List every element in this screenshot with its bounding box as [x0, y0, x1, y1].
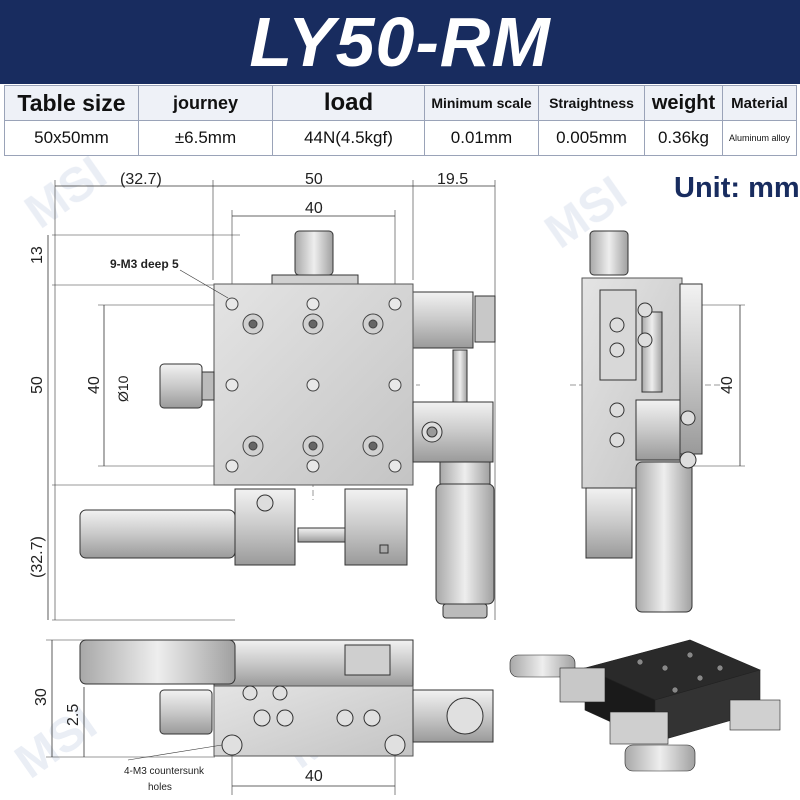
dim-bottom-spacing: 40 — [305, 768, 323, 785]
top-view — [47, 180, 496, 621]
spec-value-cell: 0.005mm — [538, 120, 645, 156]
product-title: LY50-RM — [249, 3, 551, 81]
spec-header-cell: Material — [722, 85, 797, 121]
spec-header-cell: weight — [644, 85, 723, 121]
product-photo — [509, 639, 781, 772]
dim-top-width: 50 — [305, 171, 323, 188]
spec-value-cell: 0.36kg — [644, 120, 723, 156]
front-view — [46, 639, 494, 795]
spec-header-cell: Table size — [4, 85, 139, 121]
side-view — [570, 230, 745, 613]
dim-height-total: 30 — [33, 688, 50, 706]
spec-value-cell: Aluminum alloy — [722, 120, 797, 156]
note-bottom-holes-line2: holes — [148, 782, 172, 793]
spec-header-cell: load — [272, 85, 425, 121]
spec-header-row: Table size journey load Minimum scale St… — [4, 85, 797, 121]
dim-side-spacing: 40 — [719, 376, 736, 394]
dim-hole-spacing-left: 40 — [86, 376, 103, 394]
dim-top-right-offset: 19.5 — [437, 171, 468, 188]
dim-left-height: 50 — [29, 376, 46, 394]
spec-header-cell: Minimum scale — [424, 85, 539, 121]
dimension-labels: (32.7) 50 19.5 40 13 50 40 Ø10 (32.7) 40… — [29, 171, 736, 785]
dim-base-height: 2.5 — [65, 704, 82, 726]
spec-table: Table size journey load Minimum scale St… — [4, 85, 797, 156]
watermark-text: MSI — [6, 697, 106, 789]
spec-value-row: 50x50mm ±6.5mm 44N(4.5kgf) 0.01mm 0.005m… — [4, 120, 797, 156]
dim-micrometer-dia: Ø10 — [115, 375, 131, 402]
spec-value-cell: 50x50mm — [4, 120, 139, 156]
spec-value-cell: ±6.5mm — [138, 120, 273, 156]
watermark-text: MSI — [16, 147, 116, 239]
notes: 9-M3 deep 5 4-M3 countersunk holes — [110, 257, 229, 793]
spec-value-cell: 0.01mm — [424, 120, 539, 156]
dim-left-top-margin: 13 — [29, 246, 46, 264]
spec-header-cell: journey — [138, 85, 273, 121]
spec-header-cell: Straightness — [538, 85, 645, 121]
note-top-holes: 9-M3 deep 5 — [110, 257, 179, 271]
note-bottom-holes-line1: 4-M3 countersunk — [124, 766, 205, 777]
dim-left-bottom-offset: (32.7) — [29, 536, 46, 578]
unit-label: Unit: mm — [674, 172, 800, 204]
mounting-holes — [225, 297, 402, 473]
dim-hole-spacing-top: 40 — [305, 200, 323, 217]
title-bar: LY50-RM — [0, 0, 800, 84]
dim-top-left-offset: (32.7) — [120, 171, 162, 188]
